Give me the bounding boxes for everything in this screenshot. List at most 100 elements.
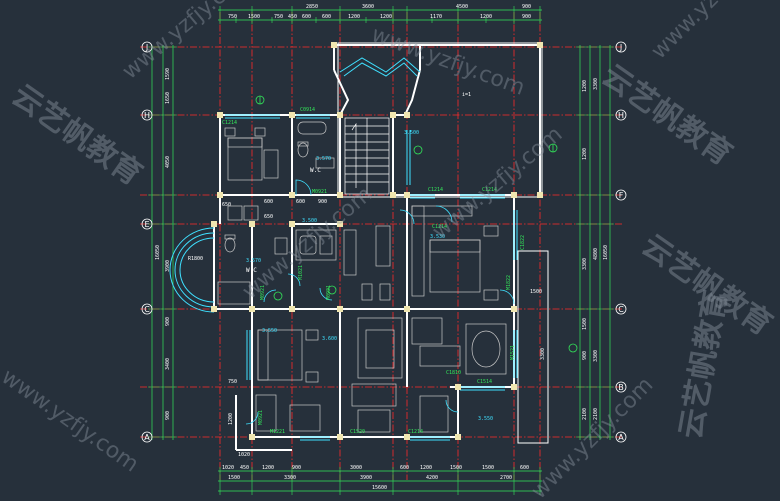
code-m1221: M1221 <box>270 429 285 435</box>
dim-bot-outer-2: 3300 <box>284 475 296 481</box>
dim-left-4: 3900 <box>165 260 171 272</box>
axis-J-left: J <box>145 43 148 52</box>
dim-900: 900 <box>318 199 327 205</box>
dim-1500: 1500 <box>530 289 542 295</box>
level-3: 3.500 <box>404 130 419 136</box>
dim-left-total: 16050 <box>155 245 161 260</box>
axis-E-left: E <box>144 220 149 229</box>
dim-bot-outer-1: 1500 <box>228 475 240 481</box>
room-labels: W.C W.C R1800 i=1 <box>188 92 471 274</box>
code-m1021: M1021 <box>298 265 304 280</box>
top-dimensions: 750 1500 750 450 600 600 1200 1200 1170 … <box>228 4 531 20</box>
watermark-url-3: www.yzfjy.com <box>368 22 528 101</box>
left-dimensions: 1590 1650 4050 3900 900 3400 900 16050 <box>155 68 171 420</box>
right-dimensions: 1200 1200 3300 1500 900 2100 3300 4800 3… <box>582 78 609 420</box>
code-c1520: C1520 <box>350 429 365 435</box>
code-c1214-a: C1214 <box>222 120 237 126</box>
code-c1822: C1822 <box>520 235 526 250</box>
opening-codes: C0914 C1214 C1214 C1214 C1214 C1514 M092… <box>222 107 526 435</box>
code-c1810: C1810 <box>446 370 461 376</box>
dim-right-outer-1: 3300 <box>593 78 599 90</box>
watermark-url-1: www.yzfjy.com <box>118 0 258 85</box>
dim-bot-6: 600 <box>400 465 409 471</box>
bottom-dimensions: 1020 450 1200 900 3000 600 1200 1500 150… <box>222 465 529 491</box>
local-dimensions: 750 1200 1020 3300 1500 650 600 900 600 … <box>222 199 546 458</box>
dim-left-1: 1590 <box>165 68 171 80</box>
dim-bot-8: 1500 <box>450 465 462 471</box>
axis-J-right: J <box>619 43 622 52</box>
dim-bot-outer-4: 4200 <box>426 475 438 481</box>
dim-top-outer-2: 3600 <box>362 4 374 10</box>
dim-top-outer-1: 2850 <box>306 4 318 10</box>
staircase <box>344 117 390 195</box>
furniture <box>217 121 507 433</box>
bay-window-arc <box>169 57 421 313</box>
dim-top-7: 1200 <box>348 14 360 20</box>
dim-top-2: 1500 <box>248 14 260 20</box>
room-wc-upper: W.C <box>310 167 321 174</box>
dim-right-3: 3300 <box>582 258 588 270</box>
code-m1822: M1822 <box>506 275 512 290</box>
code-m0921-b: M0921 <box>260 285 266 300</box>
axis-F-right: F <box>619 191 624 200</box>
room-wc-lower: W.C <box>246 267 257 274</box>
dim-bot-5: 3000 <box>350 465 362 471</box>
walls <box>213 44 541 451</box>
dim-bot-2: 450 <box>240 465 249 471</box>
code-c1214-e: C1214 <box>432 224 447 230</box>
watermark-cn-1: 云艺帆教育 <box>5 78 148 193</box>
dim-right-total: 16050 <box>603 245 609 260</box>
dim-bot-7: 1200 <box>420 465 432 471</box>
windows <box>225 114 518 441</box>
axis-labels: J H E C A J H F C B A <box>144 43 624 442</box>
axis-A-left: A <box>144 433 150 442</box>
dim-left-5: 900 <box>165 317 171 326</box>
dim-left-6: 3400 <box>165 358 171 370</box>
code-c1214-d: C1214 <box>408 429 423 435</box>
level-1: 3.570 <box>316 156 331 162</box>
dim-bot-3: 1200 <box>262 465 274 471</box>
level-2: 3.570 <box>246 258 261 264</box>
dim-top-9: 1170 <box>430 14 442 20</box>
watermark-url-5: www.yzfjy.com <box>0 364 143 477</box>
level-8: 3.500 <box>302 218 317 224</box>
dim-top-outer-3: 4500 <box>456 4 468 10</box>
dim-bot-outer-3: 3900 <box>360 475 372 481</box>
dim-right-6: 2100 <box>582 408 588 420</box>
dim-bot-9: 1500 <box>482 465 494 471</box>
code-c1214-b: C1214 <box>428 187 443 193</box>
dim-600b: 600 <box>264 199 273 205</box>
dim-bot-1: 1020 <box>222 465 234 471</box>
dim-right-outer-3: 3300 <box>593 350 599 362</box>
dim-top-5: 600 <box>302 14 311 20</box>
drain-markers <box>255 95 578 353</box>
dim-600: 600 <box>296 199 305 205</box>
level-4: 3.530 <box>430 234 445 240</box>
dim-right-1: 1200 <box>582 80 588 92</box>
code-c1514: C1514 <box>477 379 492 385</box>
dim-right-5: 900 <box>582 351 588 360</box>
watermark-url-6: www.yzfjy.com <box>647 0 779 64</box>
axis-A-right: A <box>618 433 624 442</box>
dim-650b: 650 <box>264 214 273 220</box>
dim-top-1: 750 <box>228 14 237 20</box>
code-m0921-a: M0921 <box>312 189 327 195</box>
axis-H-right: H <box>618 111 624 120</box>
slope-label: i=1 <box>462 92 471 98</box>
dim-750: 750 <box>228 379 237 385</box>
axis-bubbles <box>141 41 627 443</box>
dim-1020: 1020 <box>238 452 250 458</box>
balcony-outline <box>337 42 549 444</box>
dim-left-3: 4050 <box>165 156 171 168</box>
dim-right-4: 1500 <box>582 318 588 330</box>
dimension-lines <box>148 6 614 495</box>
dim-bot-total: 15600 <box>372 485 387 491</box>
dim-bot-outer-5: 2700 <box>500 475 512 481</box>
dim-3300: 3300 <box>540 348 546 360</box>
axis-H-left: H <box>144 111 150 120</box>
code-m0921-d: M0921 <box>258 410 264 425</box>
dim-1200: 1200 <box>228 413 234 425</box>
dim-top-10: 1200 <box>480 14 492 20</box>
